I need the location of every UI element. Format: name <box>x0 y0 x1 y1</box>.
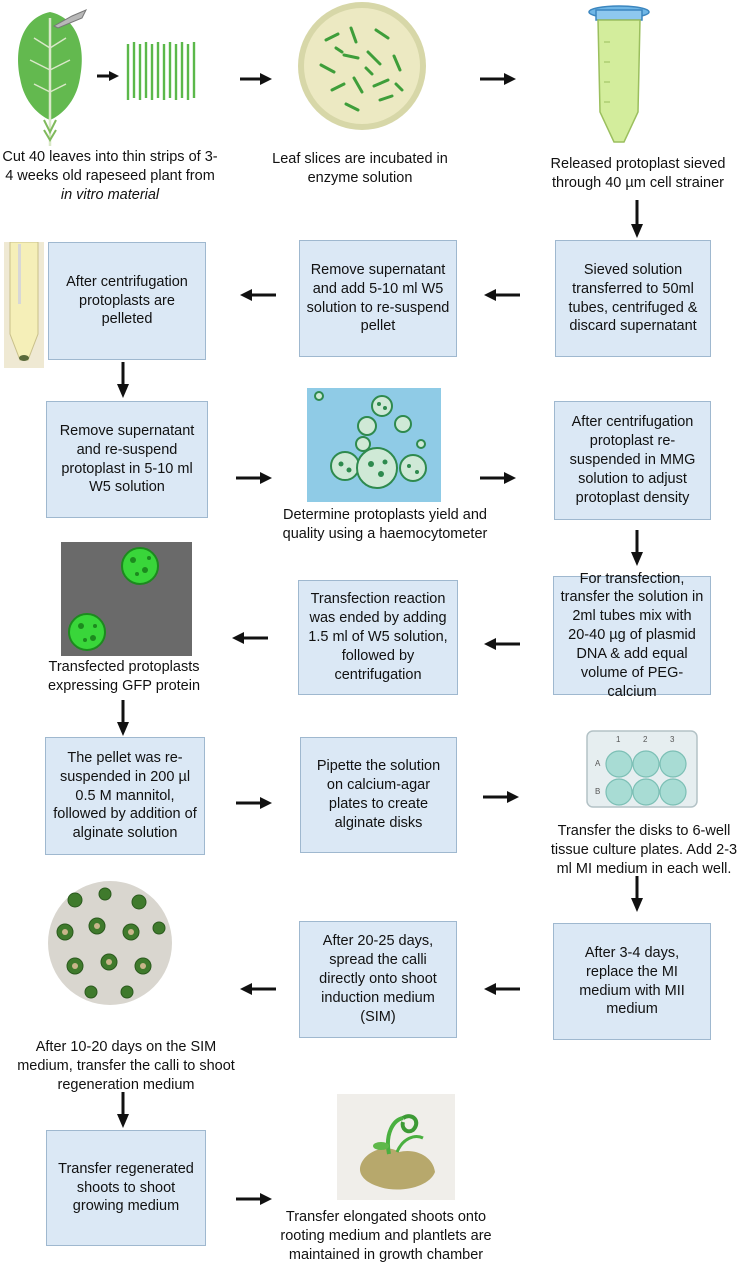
arrow-16-to-17 <box>484 983 520 995</box>
pipette-box: Pipette the solution on calcium-agar pla… <box>300 737 457 853</box>
enzyme-dish-photo <box>298 2 426 130</box>
arrow-1-to-2 <box>240 73 272 85</box>
arrow-2-to-3 <box>480 73 516 85</box>
mii-box: After 3-4 days, replace the MI medium wi… <box>553 923 711 1040</box>
arrow-18-down <box>117 1092 129 1128</box>
leaves-caption: Cut 40 leaves into thin strips of 3-4 we… <box>2 149 218 203</box>
resuspend-box: Remove supernatant and add 5-10 ml W5 so… <box>299 240 457 357</box>
shoot-photo <box>337 1094 455 1200</box>
arrow-9-down <box>631 530 643 566</box>
plate-col-label-3: 3 <box>670 735 675 744</box>
arrow-10-to-11 <box>484 638 520 650</box>
leaf-illustration <box>18 12 82 146</box>
gfp-caption: Transfected protoplasts expressing GFP p… <box>47 659 201 694</box>
rooting-caption: Transfer elongated shoots onto rooting m… <box>280 1209 492 1263</box>
arrow-14-to-15 <box>483 791 519 803</box>
arrow-5-to-6 <box>240 289 276 301</box>
sim-box: After 20-25 days, spread the calli direc… <box>299 921 457 1038</box>
gfp-fluorescence-image <box>61 542 192 656</box>
ended-box: Transfection reaction was ended by addin… <box>298 580 458 695</box>
centrifuge-box: Sieved solution transferred to 50ml tube… <box>555 240 711 357</box>
plate-row-label-a: A <box>595 759 601 768</box>
arrow-8-to-9 <box>480 472 516 484</box>
arrow-19-to-20 <box>236 1193 272 1205</box>
mannitol-box: The pellet was re-suspended in 200 µl 0.… <box>45 737 205 855</box>
mmg-box: After centrifugation protoplast re-suspe… <box>554 401 711 520</box>
arrow-6-down <box>117 362 129 398</box>
yield-caption: Determine protoplasts yield and quality … <box>282 507 488 542</box>
calli-photo <box>48 881 172 1005</box>
enzyme-caption: Leaf slices are incubated in enzyme solu… <box>272 151 448 186</box>
arrow-15-down <box>631 876 643 912</box>
plate-col-label-1: 1 <box>616 735 621 744</box>
arrow-7-to-8 <box>236 472 272 484</box>
calli-caption: After 10-20 days on the SIM medium, tran… <box>17 1039 235 1093</box>
w5-box: Remove supernatant and re-suspend protop… <box>46 401 208 518</box>
strainer-tube-illustration <box>588 5 650 143</box>
scalpel-icon <box>52 9 88 29</box>
plate-caption: Transfer the disks to 6-well tissue cult… <box>550 823 738 877</box>
sieve-caption: Released protoplast sieved through 40 µm… <box>550 156 726 191</box>
arrow-13-to-14 <box>236 797 272 809</box>
transfection-box: For transfection, transfer the solution … <box>553 571 711 700</box>
arrow-4-to-5 <box>484 289 520 301</box>
plate-row-label-b: B <box>595 787 601 796</box>
arrow-leaf-to-strips <box>97 71 119 81</box>
arrow-3-down <box>631 200 643 238</box>
leaf-strips-illustration <box>126 42 196 100</box>
in-vitro-text: in vitro material <box>60 186 160 203</box>
pellet-tube-photo <box>4 242 44 368</box>
arrow-11-to-12 <box>232 632 268 644</box>
arrow-17-to-18 <box>240 983 276 995</box>
plate-col-label-2: 2 <box>643 735 648 744</box>
arrow-12-down <box>117 700 129 736</box>
growing-box: Transfer regenerated shoots to shoot gro… <box>46 1130 206 1246</box>
protoplast-micrograph <box>307 388 441 502</box>
pellet-box: After centrifugation protoplasts are pel… <box>48 242 206 360</box>
six-well-plate: 1 2 3 A B <box>586 730 698 808</box>
